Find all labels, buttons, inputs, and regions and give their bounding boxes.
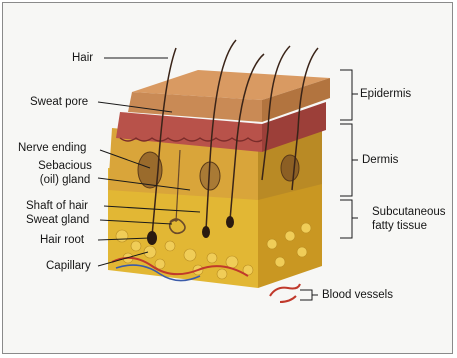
label-sweat-gland: Sweat gland	[26, 214, 89, 227]
label-subcutaneous-line1: Subcutaneous	[372, 206, 446, 219]
label-sebaceous-line1: Sebacious	[34, 160, 96, 173]
label-dermis: Dermis	[362, 154, 398, 167]
label-capillary: Capillary	[46, 260, 91, 273]
label-epidermis: Epidermis	[360, 88, 411, 101]
label-shaft-of-hair: Shaft of hair	[26, 200, 88, 213]
label-sweat-pore: Sweat pore	[30, 96, 88, 109]
label-hair: Hair	[72, 52, 93, 65]
label-sebaceous-line2: (oil) gland	[34, 174, 96, 187]
label-blood-vessels: Blood vessels	[322, 289, 393, 302]
label-subcutaneous-line2: fatty tissue	[372, 220, 427, 233]
label-nerve-ending: Nerve ending	[18, 142, 86, 155]
label-hair-root: Hair root	[40, 234, 84, 247]
